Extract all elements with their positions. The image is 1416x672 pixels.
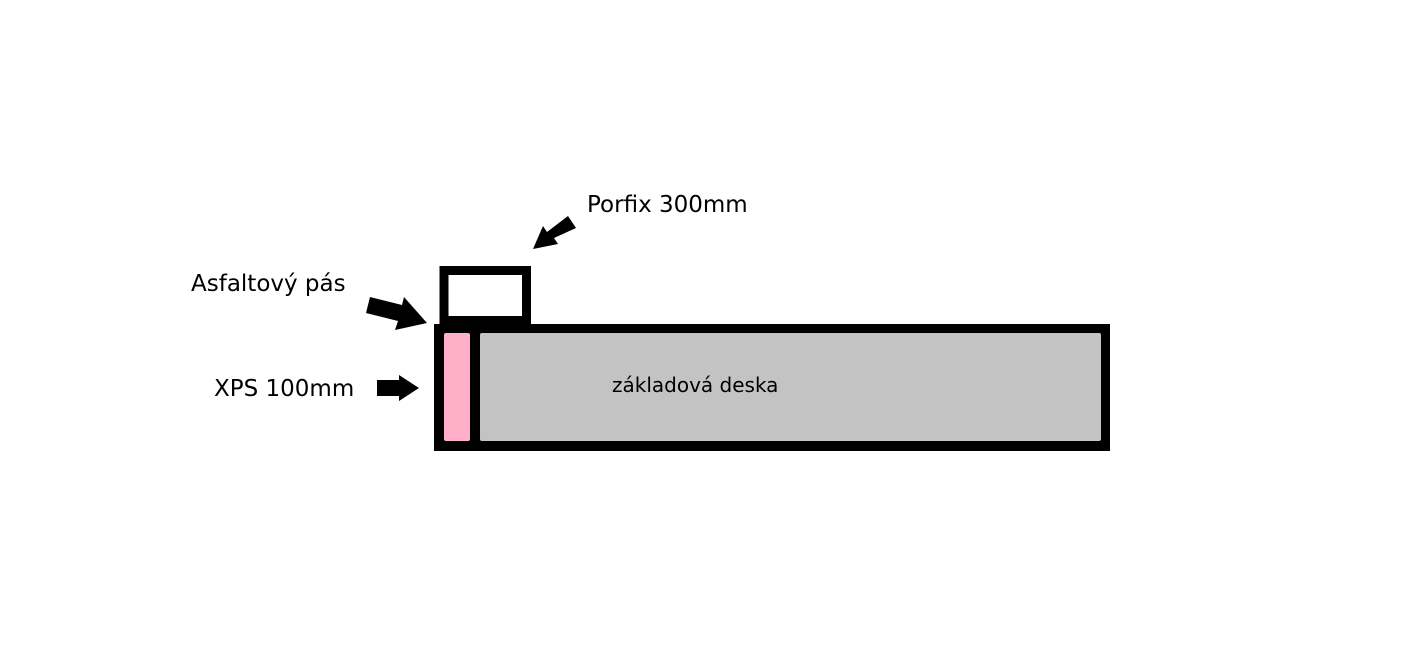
xps-arrow	[377, 375, 419, 401]
slab-label: základová deska	[612, 373, 778, 397]
foundation-slab	[480, 333, 1101, 441]
xps-insulation	[444, 333, 470, 441]
porfix-label: Porfix 300mm	[587, 192, 748, 218]
porfix-block	[439, 266, 531, 325]
porfix-arrow	[533, 216, 576, 249]
asfalt-arrow	[366, 297, 427, 330]
xps-label: XPS 100mm	[214, 376, 354, 402]
asfalt-label: Asfaltový pás	[191, 271, 346, 297]
